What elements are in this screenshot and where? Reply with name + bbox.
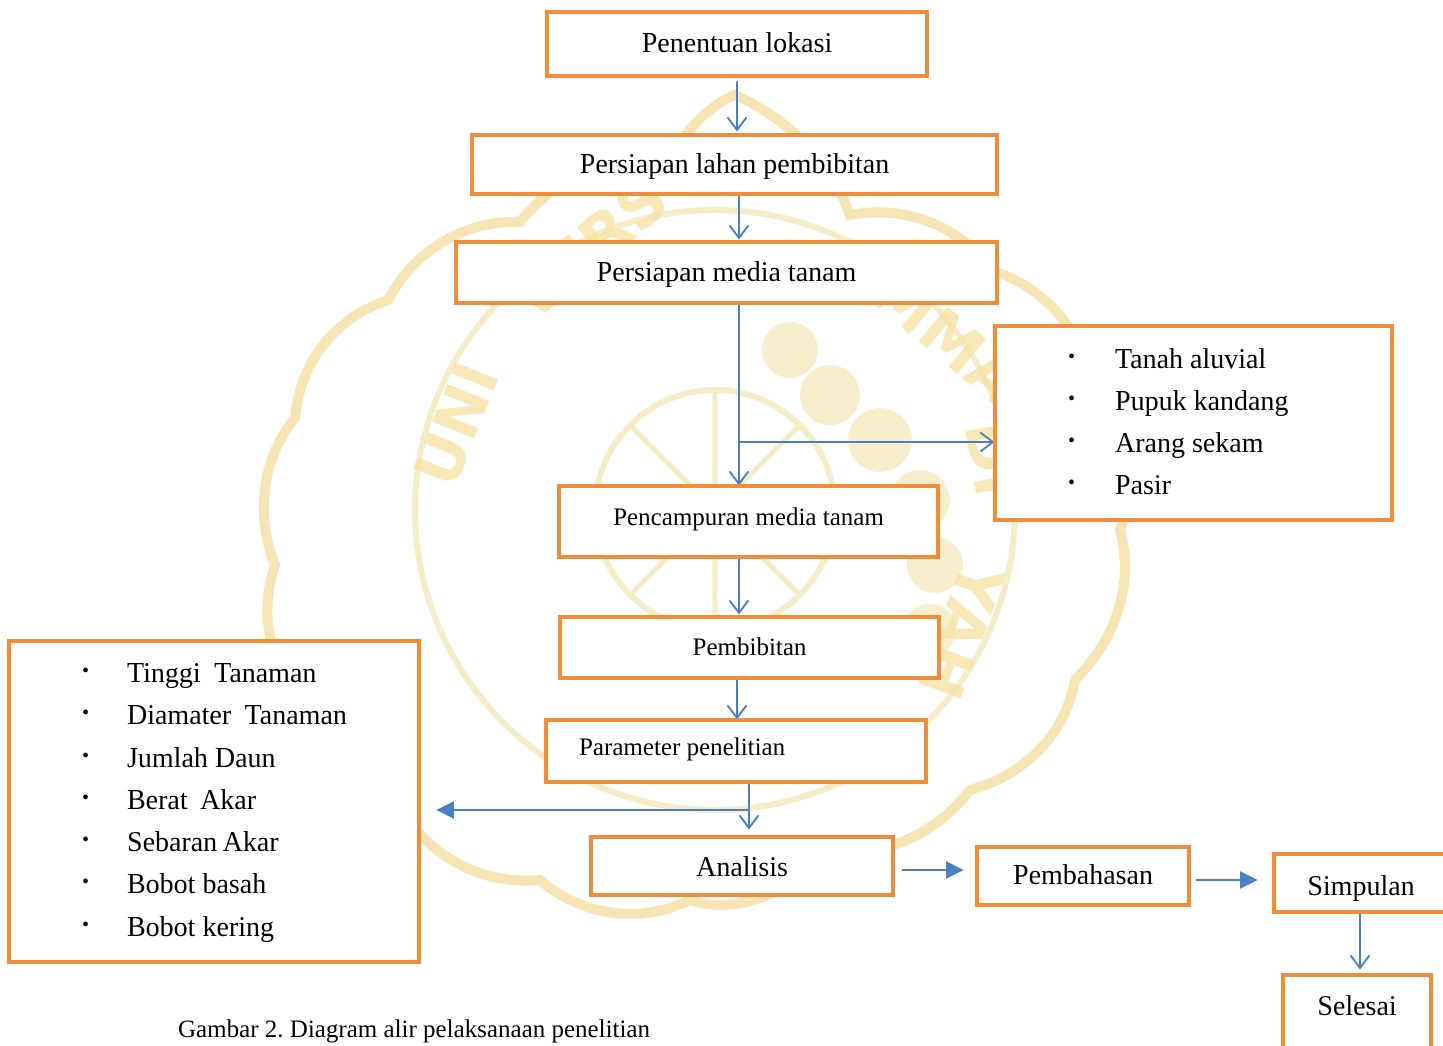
step-persiapan-media: Persiapan media tanam [454, 240, 999, 305]
list-item: • Tinggi Tanaman [82, 658, 317, 689]
bullet-icon: • [1068, 472, 1076, 494]
step-label: Persiapan media tanam [596, 256, 857, 288]
step-label: Pembahasan [1013, 860, 1153, 891]
step-simpulan: Simpulan [1272, 852, 1443, 914]
arrow-lokasi-to-lahan [727, 81, 747, 132]
arrow-media-to-pencampuran [729, 304, 749, 486]
arrow-media-to-bahan [738, 432, 995, 452]
list-item: • Jumlah Daun [82, 742, 276, 774]
bullet-icon: • [82, 744, 90, 767]
step-pembibitan: Pembibitan [558, 615, 941, 680]
list-item: • Diamater Tanaman [82, 700, 347, 732]
bullet-icon: • [1068, 346, 1076, 368]
arrow-simpulan-to-selesai [1350, 912, 1370, 970]
step-label: Pencampuran media tanam [613, 503, 884, 531]
arrow-parameter-to-analisis [739, 782, 759, 830]
bullet-icon: • [82, 871, 90, 894]
bullet-icon: • [82, 786, 90, 809]
arrow-pembibitan-to-parameter [727, 679, 747, 720]
step-parameter-penelitian: Parameter penelitian [544, 718, 928, 784]
figure-caption: Gambar 2. Diagram alir pelaksanaan penel… [178, 1016, 651, 1043]
arrow-lahan-to-media [729, 194, 749, 240]
list-item: • Tanah aluvial [1068, 344, 1267, 375]
arrow-pencampuran-to-pembibitan [729, 557, 749, 615]
step-label: Penentuan lokasi [641, 28, 833, 59]
step-pencampuran-media: Pencampuran media tanam [557, 484, 940, 559]
step-pembahasan: Pembahasan [975, 845, 1191, 907]
step-label: Simpulan [1307, 871, 1415, 902]
step-analisis: Analisis [589, 835, 895, 897]
bullet-icon: • [82, 829, 90, 852]
list-item: • Berat Akar [82, 784, 257, 816]
bullet-icon: • [82, 702, 90, 725]
bullet-icon: • [82, 660, 90, 682]
parameter-list-box: • Tinggi Tanaman • Diamater Tanaman • Ju… [7, 639, 421, 964]
list-item: • Pasir [1068, 470, 1171, 501]
step-persiapan-lahan: Persiapan lahan pembibitan [470, 133, 999, 196]
list-item: • Bobot kering [82, 911, 274, 943]
step-label: Parameter penelitian [579, 734, 786, 761]
bullet-icon: • [82, 913, 90, 936]
list-item: • Arang sekam [1068, 428, 1264, 459]
list-item: • Sebaran Akar [82, 827, 279, 859]
media-materials-box: • Tanah aluvial • Pupuk kandang • Arang … [993, 324, 1394, 522]
step-label: Pembibitan [692, 633, 807, 661]
list-item: • Pupuk kandang [1068, 386, 1289, 417]
list-item: • Bobot basah [82, 869, 267, 901]
step-label: Persiapan lahan pembibitan [579, 148, 890, 180]
bullet-icon: • [1068, 430, 1076, 452]
step-selesai: Selesai [1281, 973, 1433, 1046]
step-label: Analisis [696, 852, 788, 883]
bullet-icon: • [1068, 388, 1076, 410]
step-penentuan-lokasi: Penentuan lokasi [545, 10, 929, 78]
step-label: Selesai [1317, 990, 1397, 1022]
